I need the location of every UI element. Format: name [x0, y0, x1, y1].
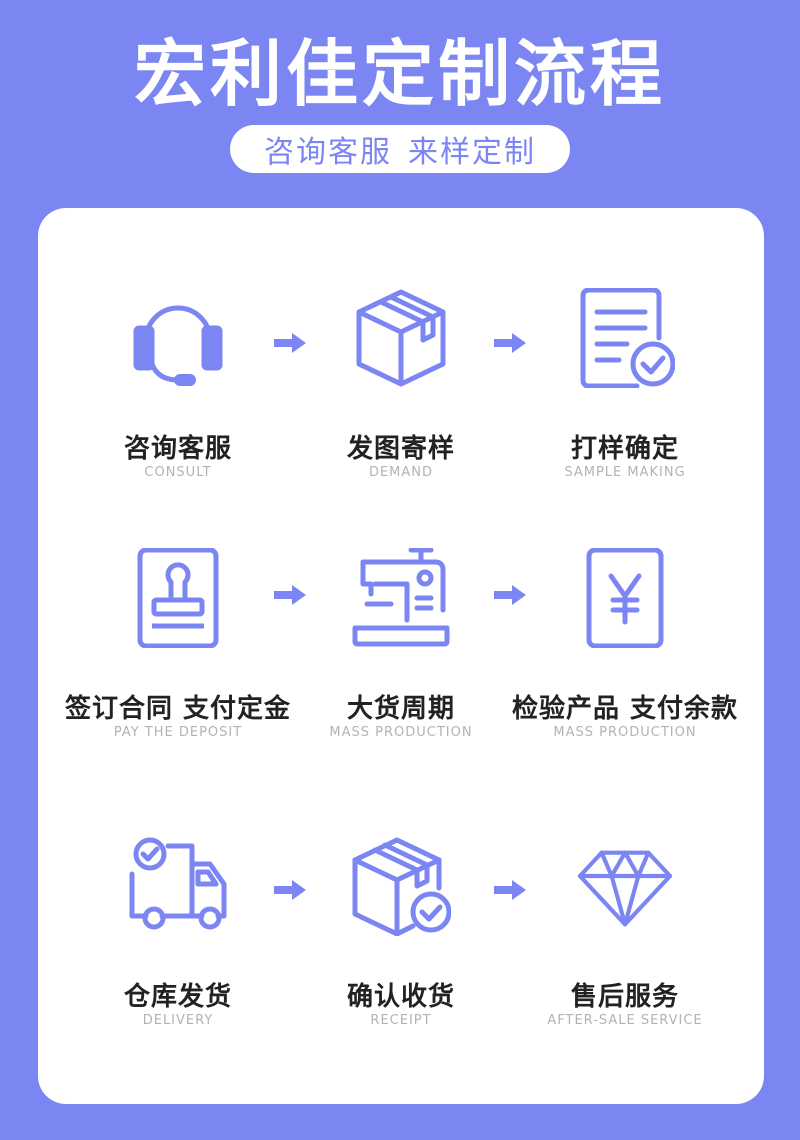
step-label: 签订合同 支付定金	[64, 694, 292, 724]
arrow-right-icon	[494, 583, 528, 607]
yen-card-icon	[575, 548, 675, 648]
arrow-right-icon	[494, 331, 528, 355]
step-sublabel: SAMPLE MAKING	[564, 465, 686, 480]
document-check-icon	[575, 288, 675, 388]
step-sublabel: DEMAND	[368, 465, 434, 480]
arrow-right-icon	[274, 878, 308, 902]
step-label: 仓库发货	[123, 982, 232, 1012]
arrow-right-icon	[274, 583, 308, 607]
delivery-truck-icon	[128, 836, 228, 936]
pill-consult-text: 咨询客服	[264, 135, 392, 170]
headset-icon	[128, 288, 228, 388]
arrow-right-icon	[274, 331, 308, 355]
step-label: 打样确定	[570, 434, 679, 464]
step-label: 咨询客服	[123, 434, 232, 464]
diamond-icon	[575, 836, 675, 936]
process-card: 咨询客服 CONSULT 发图寄样 DEMAND	[38, 208, 764, 1104]
sewing-machine-icon	[351, 548, 451, 648]
step-sublabel: CONSULT	[144, 465, 212, 480]
step-label: 确认收货	[346, 982, 455, 1012]
step-label: 大货周期	[346, 694, 455, 724]
step-sublabel: AFTER-SALE SERVICE	[547, 1013, 703, 1028]
pill-custom-text: 来样定制	[408, 135, 536, 170]
box-check-icon	[351, 836, 451, 936]
step-sublabel: RECEIPT	[370, 1013, 432, 1028]
package-box-icon	[351, 288, 451, 388]
step-label: 发图寄样	[346, 434, 455, 464]
step-sublabel: DELIVERY	[142, 1013, 214, 1028]
arrow-right-icon	[494, 878, 528, 902]
subtitle-pill: 咨询客服 来样定制	[230, 125, 570, 173]
page-title: 宏利佳定制流程	[133, 32, 666, 116]
step-label: 检验产品 支付余款	[511, 694, 739, 724]
step-label: 售后服务	[570, 982, 679, 1012]
step-sublabel: MASS PRODUCTION	[329, 725, 473, 740]
stamp-icon	[128, 548, 228, 648]
step-sublabel: PAY THE DEPOSIT	[113, 725, 243, 740]
step-sublabel: MASS PRODUCTION	[553, 725, 697, 740]
